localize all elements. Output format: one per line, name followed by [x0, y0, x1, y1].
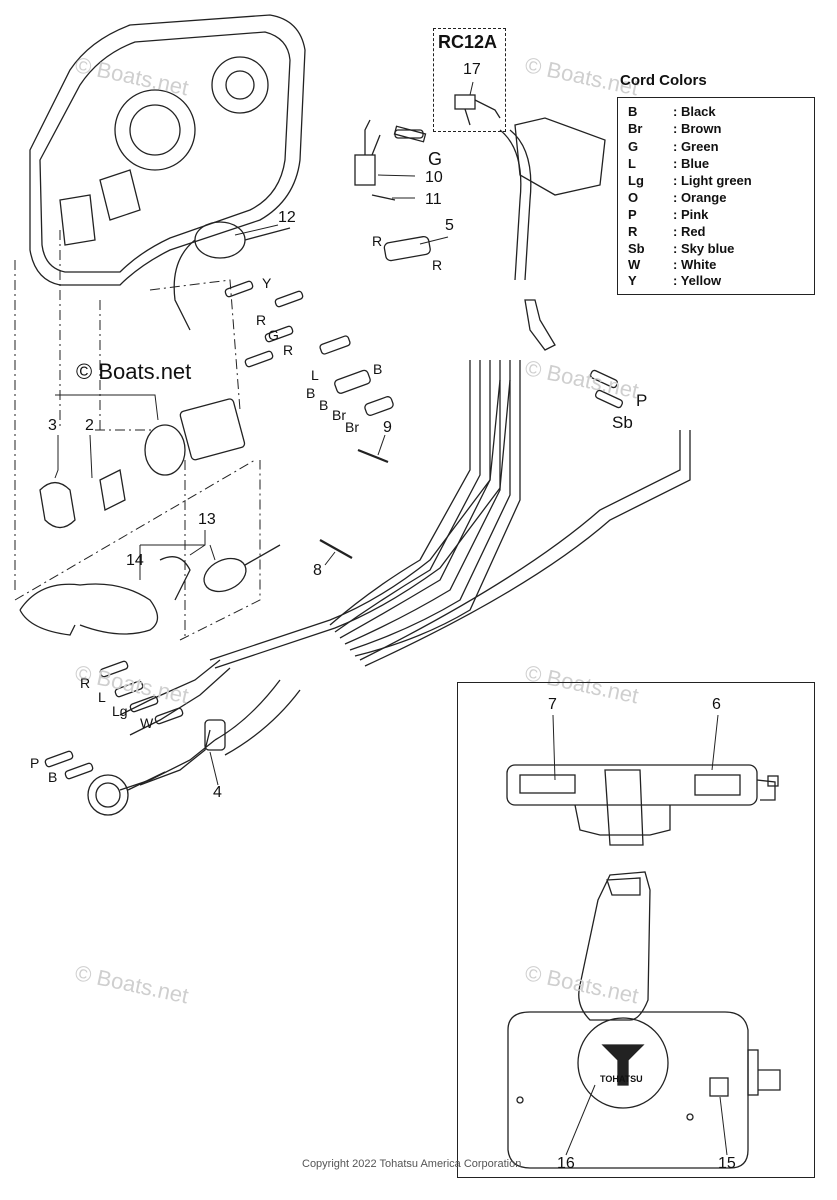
inset-side-view [506, 764, 779, 846]
legend-color: : Light green [673, 173, 752, 188]
legend-title: Cord Colors [620, 72, 707, 89]
legend-row: B : Black [628, 104, 716, 119]
wire-label: W [140, 715, 154, 731]
inset-frame [457, 682, 815, 1178]
legend-code: L [628, 156, 636, 171]
part-12-buzzer [173, 221, 291, 331]
legend-row: L : Blue [628, 156, 709, 171]
wire-label: G [428, 149, 443, 169]
main-switch [39, 398, 246, 529]
legend-color: : Sky blue [673, 241, 735, 256]
part-number-14: 14 [126, 552, 144, 569]
wire-label: R [256, 312, 267, 328]
legend-row: Br : Brown [628, 121, 721, 136]
part-8-pin [319, 539, 353, 559]
part-number-10: 10 [425, 169, 443, 186]
part-9-pin [357, 448, 389, 464]
legend-code: R [628, 224, 638, 239]
wire-label: Sb [612, 413, 633, 432]
inset-front-view [507, 871, 781, 1169]
legend-code: G [628, 139, 639, 154]
legend-code: Lg [628, 173, 644, 188]
legend-color: : Blue [673, 156, 710, 171]
wire-label: L [98, 689, 106, 705]
wire-label: B [319, 397, 329, 413]
legend-row: G : Green [628, 139, 719, 154]
legend-row: R : Red [628, 224, 706, 239]
wire-label: B [48, 769, 58, 785]
legend-code: B [628, 104, 638, 119]
legend-code: O [628, 190, 639, 205]
part-number-8: 8 [313, 562, 322, 579]
legend-color: : Brown [673, 121, 722, 136]
part-17-connector [454, 94, 501, 126]
wire-label: Y [262, 275, 272, 291]
legend-color: : Black [673, 104, 716, 119]
wire-label: G [268, 327, 279, 343]
wire-bundle [119, 360, 691, 791]
legend-color: : Orange [673, 190, 727, 205]
legend-color: : Yellow [673, 273, 722, 288]
brand-logo-text: TOHATSU [600, 1074, 643, 1084]
part-number-12: 12 [278, 209, 296, 226]
part-10-switch [354, 119, 427, 201]
part-14-lanyard [19, 556, 191, 636]
rc12a-group-box [433, 28, 506, 132]
wire-label: B [306, 385, 316, 401]
remote-control-housing [29, 14, 306, 286]
copyright-notice: Copyright 2022 Tohatsu America Corporati… [302, 1158, 522, 1170]
legend-code: P [628, 207, 637, 222]
legend-code: Sb [628, 241, 645, 256]
throttle-lever-top [499, 117, 606, 351]
legend-color: : White [673, 257, 717, 272]
part-5-sleeve [383, 235, 431, 262]
part-13-stop-switch [203, 544, 281, 593]
wire-label: P [30, 755, 40, 771]
wire-label: B [373, 361, 383, 377]
legend-color: : Red [673, 224, 706, 239]
legend-code: Br [628, 121, 643, 136]
part-number-13: 13 [198, 511, 216, 528]
rc12a-label: RC12A [438, 32, 498, 52]
legend-row: Y : Yellow [628, 273, 721, 288]
part-number-3: 3 [48, 417, 57, 434]
wire-label: R [283, 342, 294, 358]
wire-label: R [80, 675, 91, 691]
legend-color: : Green [673, 139, 719, 154]
legend-row: Lg : Light green [628, 173, 752, 188]
legend-row: O : Orange [628, 190, 726, 205]
part-number-11: 11 [425, 191, 442, 208]
part-number-5: 5 [445, 217, 454, 234]
wire-label: Lg [112, 703, 128, 719]
site-watermark: © Boats.net [76, 359, 192, 384]
part-number-4: 4 [213, 784, 222, 801]
part-4-harness [87, 679, 301, 816]
part-number-16: 16 [557, 1155, 575, 1172]
legend-color: : Pink [673, 207, 709, 222]
part-number-2: 2 [85, 417, 94, 434]
wire-label: Br [332, 407, 346, 423]
leader-lines [54, 81, 728, 1156]
guide-lines [14, 230, 261, 641]
legend-row: W : White [628, 257, 716, 272]
bullet-connectors [44, 129, 624, 780]
legend-code: W [628, 257, 641, 272]
part-number-7: 7 [548, 696, 557, 713]
legend-code: Y [628, 273, 637, 288]
wire-label: P [636, 391, 648, 410]
wire-label: L [311, 367, 319, 383]
wire-label: R [372, 233, 383, 249]
part-number-15: 15 [718, 1155, 736, 1172]
wire-label: Br [345, 419, 359, 435]
part-number-9: 9 [383, 419, 392, 436]
legend-box [617, 97, 815, 295]
legend-row: Sb : Sky blue [628, 241, 734, 256]
part-number-6: 6 [712, 696, 721, 713]
legend-row: P : Pink [628, 207, 708, 222]
part-number-17: 17 [463, 61, 481, 78]
wire-label: R [432, 257, 443, 273]
